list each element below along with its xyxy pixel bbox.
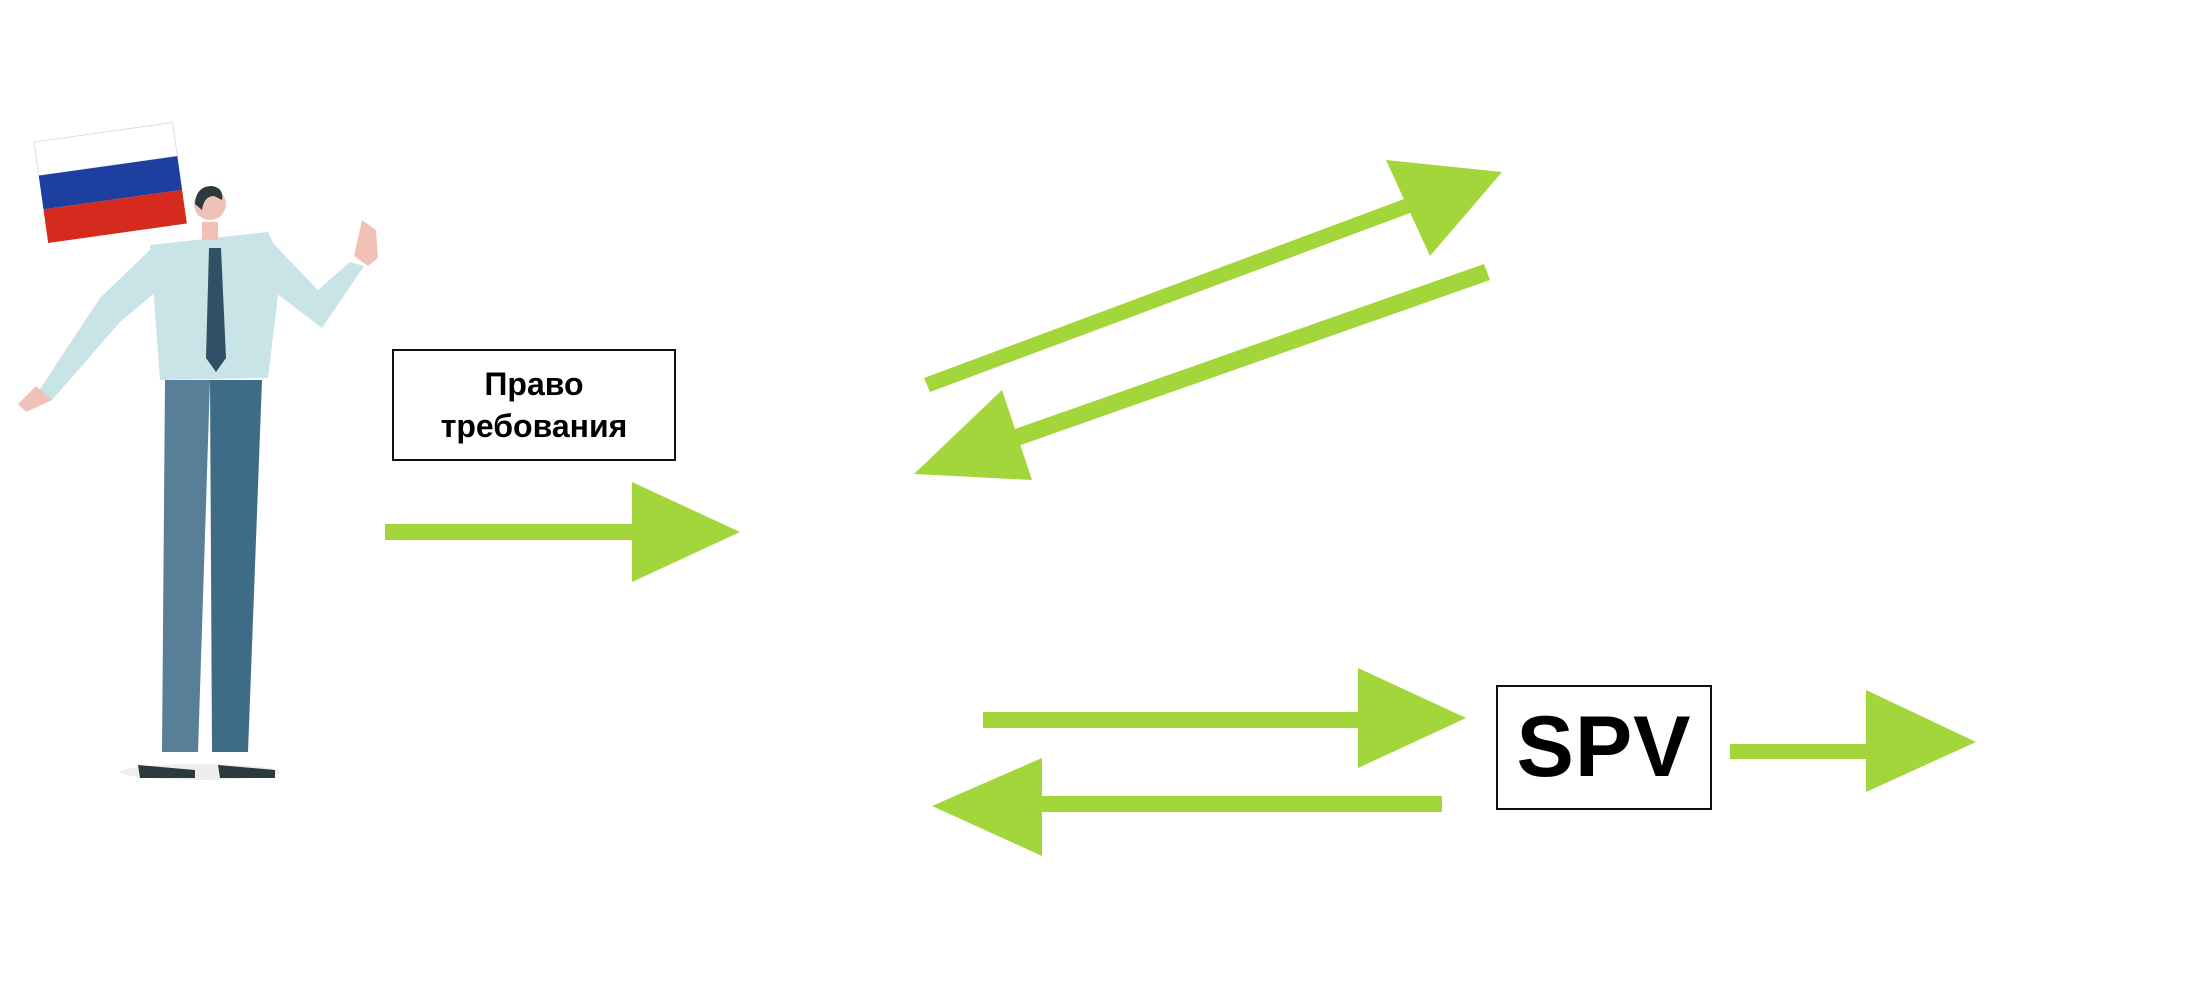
claim-box-line1: Право bbox=[484, 366, 584, 402]
arrow-austria-to-eu bbox=[914, 264, 1490, 480]
arrow-claim-transfer bbox=[385, 482, 740, 582]
claim-box-line2: требования bbox=[440, 408, 628, 444]
russia-flag-icon bbox=[33, 122, 188, 244]
arrow-spv-to-eu bbox=[932, 758, 1442, 856]
arrow-eu-to-spv bbox=[983, 668, 1466, 768]
russian-man-left bbox=[18, 186, 378, 780]
spv-box: SPV bbox=[1496, 685, 1712, 810]
arrow-eu-to-austria bbox=[924, 160, 1502, 392]
arrow-spv-to-russian bbox=[1730, 690, 1976, 792]
claim-rights-box: Право требования bbox=[392, 349, 676, 461]
spv-label: SPV bbox=[1516, 699, 1692, 795]
